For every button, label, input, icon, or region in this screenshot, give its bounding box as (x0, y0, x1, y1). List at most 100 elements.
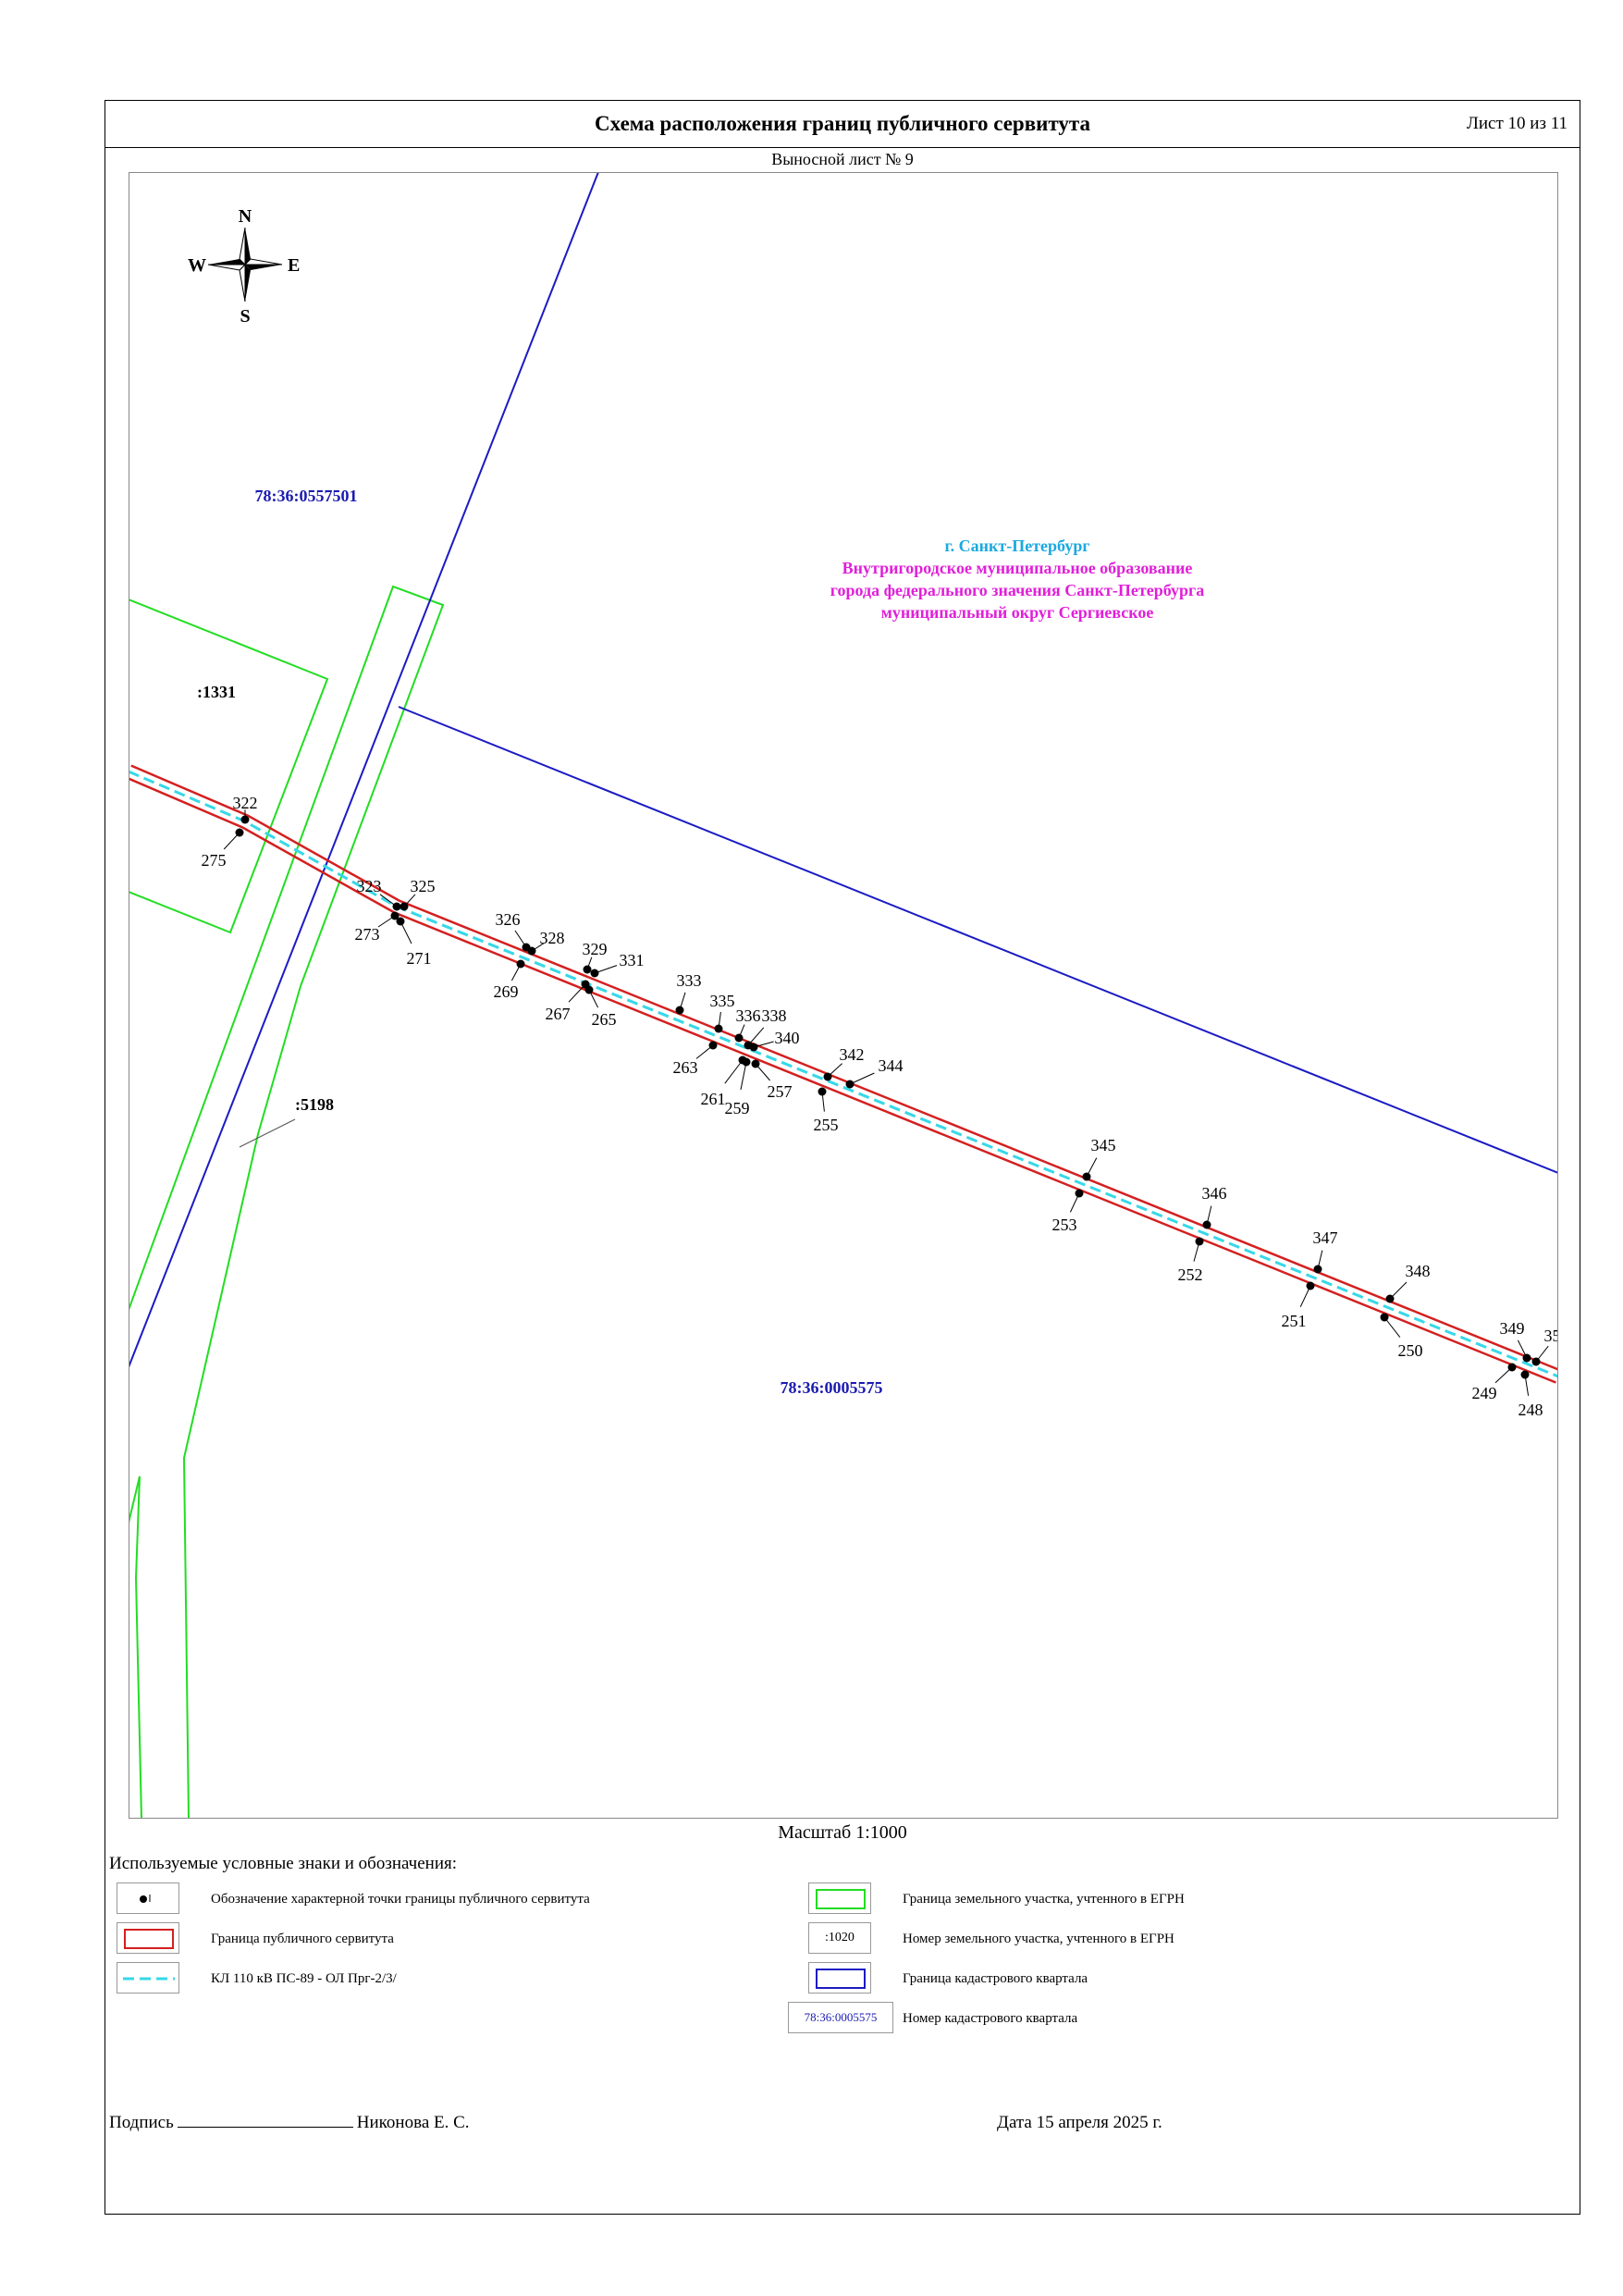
point-leader-344 (849, 1072, 875, 1085)
boundary-point-271 (396, 917, 405, 926)
legend-symbol-parcel (808, 1882, 871, 1914)
point-label-263: 263 (673, 1058, 698, 1077)
point-label-261: 261 (701, 1090, 726, 1108)
sheet-subtitle: Выносной лист № 9 (771, 150, 914, 168)
boundary-point-328 (527, 946, 536, 956)
parcel-boundary-strip-outer (129, 585, 445, 1311)
boundary-point-265 (584, 985, 594, 994)
legend-symbol-servitude (117, 1922, 179, 1954)
point-label-345: 345 (1091, 1136, 1116, 1154)
compass-south: S (240, 306, 250, 327)
point-icon (140, 1895, 151, 1903)
sheet-frame (105, 100, 1580, 2215)
municipality-city: г. Санкт-Петербург (944, 537, 1089, 555)
point-label-253: 253 (1052, 1216, 1077, 1234)
boundary-point-251 (1306, 1281, 1315, 1290)
map-scale: Масштаб 1:1000 (778, 1822, 907, 1843)
point-label-325: 325 (411, 877, 436, 895)
point-label-347: 347 (1313, 1228, 1338, 1247)
legend-symbol-parcel-number: :1020 (808, 1922, 871, 1954)
compass-north: N (239, 206, 252, 227)
point-label-323: 323 (357, 877, 382, 895)
signature-blank (177, 2114, 353, 2128)
point-leader-250 (1383, 1316, 1401, 1338)
legend-text-quarter: Граница кадастрового квартала (903, 1971, 1088, 1986)
municipality-line-2: города федерального значения Санкт-Петер… (830, 581, 1204, 599)
legend-text-cable: КЛ 110 кВ ПС-89 - ОЛ Прг-2/3/ (211, 1971, 397, 1986)
compass-east: E (288, 255, 300, 276)
boundary-point-340 (749, 1043, 758, 1052)
boundary-point-344 (845, 1080, 855, 1089)
point-label-329: 329 (583, 940, 608, 958)
point-label-255: 255 (814, 1116, 839, 1134)
boundary-point-325 (400, 902, 409, 911)
point-label-271: 271 (407, 949, 432, 968)
boundary-point-273 (390, 911, 400, 920)
point-label-349: 349 (1500, 1319, 1525, 1338)
map-border (129, 172, 1558, 1819)
boundary-point-253 (1075, 1189, 1084, 1198)
signer-name: Никонова Е. С. (356, 2113, 470, 2132)
boundary-point-345 (1082, 1172, 1091, 1181)
parcel-label-5198: :5198 (295, 1095, 334, 1114)
point-label-350: 350 (1544, 1327, 1559, 1345)
boundary-point-323 (392, 902, 401, 911)
point-label-333: 333 (677, 971, 702, 990)
boundary-point-248 (1520, 1370, 1530, 1379)
boundary-point-349 (1522, 1353, 1531, 1363)
point-label-338: 338 (762, 1006, 787, 1025)
point-label-328: 328 (540, 929, 565, 947)
point-label-265: 265 (592, 1010, 617, 1029)
point-label-267: 267 (546, 1005, 571, 1023)
point-label-342: 342 (840, 1045, 865, 1064)
legend-text-point: Обозначение характерной точки границы пу… (211, 1892, 590, 1907)
date-line: Дата 15 апреля 2025 г. (997, 2113, 1162, 2132)
red-rectangle-icon (124, 1929, 174, 1949)
servitude-boundary-south (129, 777, 1556, 1384)
boundary-point-335 (714, 1024, 723, 1033)
parcel-boundary-fragment-2 (134, 1475, 142, 1819)
boundary-point-249 (1507, 1363, 1517, 1372)
boundary-point-259 (742, 1057, 751, 1067)
point-label-344: 344 (879, 1056, 904, 1075)
point-label-259: 259 (725, 1099, 750, 1117)
boundary-point-252 (1195, 1237, 1204, 1246)
legend-symbol-point (117, 1882, 179, 1914)
boundary-point-263 (708, 1041, 718, 1050)
point-label-348: 348 (1406, 1262, 1431, 1280)
point-label-248: 248 (1518, 1401, 1543, 1419)
point-label-322: 322 (233, 794, 258, 812)
point-leader-259 (740, 1061, 747, 1091)
boundary-point-350 (1531, 1357, 1541, 1366)
point-label-269: 269 (494, 982, 519, 1001)
point-label-257: 257 (768, 1082, 793, 1101)
boundary-point-348 (1385, 1294, 1395, 1303)
legend-text-parcel-number: Номер земельного участка, учтенного в ЕГ… (903, 1932, 1174, 1946)
boundary-point-269 (516, 959, 525, 969)
quarter-boundary-diagonal (129, 172, 599, 1368)
compass-west: W (188, 255, 206, 276)
green-rectangle-icon (816, 1889, 866, 1909)
compass-icon: N S E W (188, 206, 300, 327)
legend-symbol-quarter-number: 78:36:0005575 (788, 2002, 893, 2033)
legend-text-servitude: Граница публичного сервитута (211, 1932, 394, 1946)
boundary-point-342 (823, 1072, 832, 1081)
quarter-label-south: 78:36:0005575 (781, 1378, 883, 1397)
legend-text-parcel: Граница земельного участка, учтенного в … (903, 1892, 1185, 1907)
point-label-250: 250 (1398, 1341, 1423, 1360)
boundary-point-336 (734, 1033, 744, 1043)
legend-symbol-cable (117, 1962, 179, 1994)
boundary-point-255 (818, 1087, 827, 1096)
servitude-boundary-north (130, 764, 1558, 1371)
boundary-point-346 (1202, 1220, 1211, 1229)
parcel-boundary-fragment (129, 1475, 141, 1524)
boundary-point-257 (751, 1059, 760, 1068)
signature-label: Подпись (109, 2113, 174, 2132)
point-label-336: 336 (736, 1006, 761, 1025)
cable-line (129, 770, 1558, 1378)
municipality-line-3: муниципальный округ Сергиевское (881, 603, 1154, 622)
legend-text-quarter-number: Номер кадастрового квартала (903, 2011, 1078, 2026)
point-leader-261 (724, 1059, 744, 1084)
point-label-251: 251 (1282, 1312, 1307, 1330)
